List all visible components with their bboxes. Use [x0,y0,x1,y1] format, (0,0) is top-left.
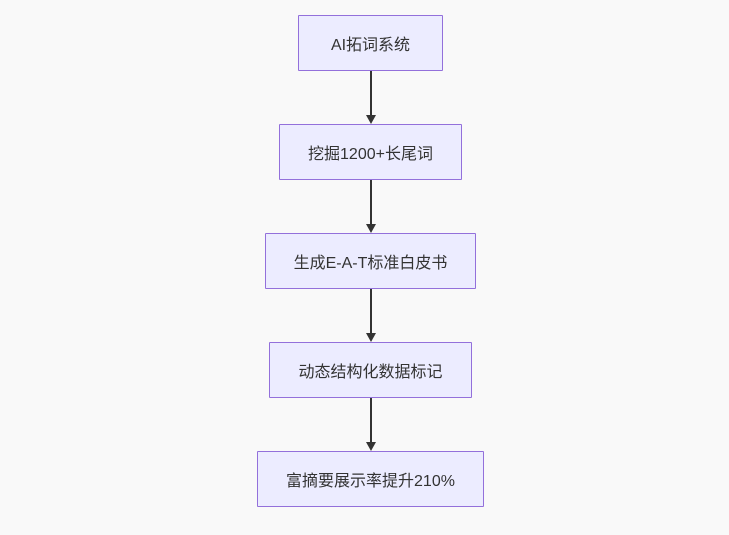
flow-node-label: 动态结构化数据标记 [298,364,443,381]
flow-node-label: 挖掘1200+长尾词 [308,146,433,163]
flow-arrow [365,289,376,342]
flow-arrow [365,71,376,124]
arrowhead-down-icon [365,333,376,342]
arrowhead-down-icon [365,224,376,233]
arrow-line [369,398,372,442]
flow-node-rich-snippet-result: 富摘要展示率提升210% [257,451,484,507]
flow-node-label: AI拓词系统 [330,37,411,54]
arrowhead-down-icon [365,115,376,124]
arrow-line [369,71,372,115]
flow-node-label: 富摘要展示率提升210% [286,473,455,490]
flow-node-structured-data: 动态结构化数据标记 [269,342,472,398]
flow-arrow [365,398,376,451]
flow-node-label: 生成E-A-T标准白皮书 [293,255,448,272]
arrow-line [369,289,372,333]
flow-arrow [365,180,376,233]
arrow-line [369,180,372,224]
flow-node-ai-word-system: AI拓词系统 [298,15,443,71]
flow-node-longtail-mining: 挖掘1200+长尾词 [279,124,462,180]
arrowhead-down-icon [365,442,376,451]
flowchart-column: AI拓词系统 挖掘1200+长尾词 生成E-A-T标准白皮书 动态结构化数据标记 [6,0,729,507]
flow-node-eat-whitepaper: 生成E-A-T标准白皮书 [264,233,477,289]
